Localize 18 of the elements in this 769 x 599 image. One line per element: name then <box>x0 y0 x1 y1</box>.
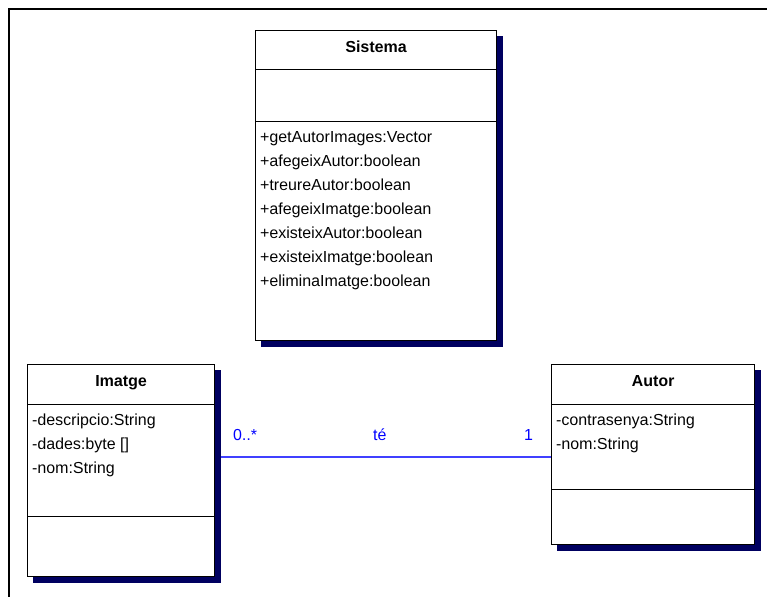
method-text: +treureAutor:boolean <box>260 176 411 196</box>
multiplicity-label: 0..* <box>233 427 258 445</box>
method-text: +getAutorImages:Vector <box>260 128 432 148</box>
method-text: +existeixImatge:boolean <box>260 248 433 268</box>
attribute-text: -contrasenya:String <box>556 411 695 431</box>
method-text: +afegeixImatge:boolean <box>260 200 432 220</box>
attribute-text: -descripcio:String <box>32 411 156 431</box>
class-name: Sistema <box>345 39 407 57</box>
class-name: Imatge <box>95 373 147 391</box>
edge-label: té <box>373 427 386 445</box>
attribute-text: -nom:String <box>32 459 115 479</box>
method-text: +afegeixAutor:boolean <box>260 152 421 172</box>
attribute-text: -nom:String <box>556 435 639 455</box>
multiplicity-label: 1 <box>524 427 533 445</box>
class-name: Autor <box>632 373 674 391</box>
method-text: +eliminaImatge:boolean <box>260 272 430 292</box>
attribute-text: -dades:byte [] <box>32 435 129 455</box>
method-text: +existeixAutor:boolean <box>260 224 422 244</box>
